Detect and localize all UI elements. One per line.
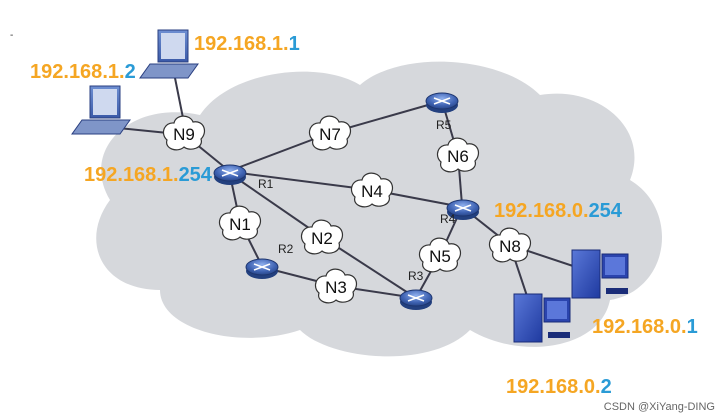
network-cloud-n1: N1 (218, 205, 262, 241)
router-icon (399, 289, 433, 310)
ip-label-gateway-1-254: 192.168.1.254 (84, 164, 213, 186)
router-label-r1: R1 (258, 177, 274, 191)
ip-network-octet: 192 (194, 33, 227, 55)
router-label-r5: R5 (436, 118, 452, 132)
router-label-r2: R2 (278, 242, 294, 256)
network-label-n9: N9 (173, 125, 195, 144)
ip-label-host-0-2: 192.168.0.2 (506, 376, 612, 398)
ip-network-octet: 192 (506, 376, 539, 398)
ip-network-octet: 0 (670, 316, 681, 338)
link-laptop2-n9 (117, 127, 169, 134)
ip-network-octet: 168 (69, 61, 102, 83)
ip-dot: . (539, 376, 545, 398)
ip-network-octet: 168 (631, 316, 664, 338)
network-label-n4: N4 (361, 182, 383, 201)
network-cloud-n5: N5 (418, 237, 462, 273)
corner-mark: - (10, 30, 14, 41)
ip-network-octet: 1 (108, 61, 119, 83)
network-cloud-n9: N9 (162, 115, 206, 151)
ip-dot: . (566, 200, 572, 222)
network-cloud-n8: N8 (488, 227, 532, 263)
ip-label-host-0-1: 192.168.0.1 (592, 316, 698, 338)
ip-dot: . (102, 61, 108, 83)
ip-label-host-1-2: 192.168.1.2 (30, 61, 136, 83)
network-cloud-n6: N6 (436, 137, 480, 173)
laptop-icon (71, 85, 131, 135)
network-label-n8: N8 (499, 237, 521, 256)
laptop-icon (139, 29, 199, 79)
ip-dot: . (173, 164, 179, 186)
network-label-n3: N3 (325, 278, 347, 297)
router-icon (213, 164, 247, 185)
ip-dot: . (578, 376, 584, 398)
link-r1-n4 (231, 171, 373, 191)
ip-network-octet: 192 (30, 61, 63, 83)
router-icon (245, 258, 279, 279)
ip-host-octet: 2 (601, 376, 612, 398)
ip-host-octet: 1 (687, 316, 698, 338)
ip-host-octet: 1 (289, 33, 300, 55)
ip-dot: . (156, 164, 162, 186)
router-label-r3: R3 (408, 269, 424, 283)
desktop-pc-icon (571, 249, 629, 299)
ip-network-octet: 192 (84, 164, 117, 186)
ip-dot: . (583, 200, 589, 222)
network-label-n7: N7 (319, 125, 341, 144)
ip-network-octet: 168 (545, 376, 578, 398)
ip-dot: . (681, 316, 687, 338)
ip-dot: . (119, 61, 125, 83)
router-label-r4: R4 (440, 212, 456, 226)
background-cloud (96, 61, 663, 357)
ip-host-octet: 2 (125, 61, 136, 83)
ip-network-octet: 168 (123, 164, 156, 186)
network-cloud-n3: N3 (314, 268, 358, 304)
ip-label-host-1-1: 192.168.1.1 (194, 33, 300, 55)
ip-network-octet: 192 (592, 316, 625, 338)
router-icon (446, 199, 480, 220)
desktop-pc-icon (513, 293, 571, 343)
ip-dot: . (595, 376, 601, 398)
ip-dot: . (625, 316, 631, 338)
network-label-n1: N1 (229, 215, 251, 234)
ip-label-gateway-0-254: 192.168.0.254 (494, 200, 623, 222)
network-cloud-n4: N4 (350, 172, 394, 208)
ip-network-octet: 168 (233, 33, 266, 55)
ip-network-octet: 1 (272, 33, 283, 55)
ip-network-octet: 0 (584, 376, 595, 398)
ip-dot: . (664, 316, 670, 338)
ip-host-octet: 254 (589, 200, 623, 222)
ip-dot: . (63, 61, 69, 83)
ip-network-octet: 0 (572, 200, 583, 222)
ip-dot: . (266, 33, 272, 55)
ip-dot: . (283, 33, 289, 55)
network-cloud-n2: N2 (300, 219, 344, 255)
network-label-n2: N2 (311, 229, 333, 248)
router-icon (425, 92, 459, 113)
ip-network-octet: 168 (533, 200, 566, 222)
ip-host-octet: 254 (179, 164, 213, 186)
ip-dot: . (117, 164, 123, 186)
network-label-n6: N6 (447, 147, 469, 166)
network-label-n5: N5 (429, 247, 451, 266)
watermark: CSDN @XiYang-DING (603, 401, 715, 413)
link-r1-n2 (231, 174, 323, 238)
ip-dot: . (527, 200, 533, 222)
ip-network-octet: 1 (162, 164, 173, 186)
ip-network-octet: 192 (494, 200, 527, 222)
network-cloud-n7: N7 (308, 115, 352, 151)
ip-dot: . (227, 33, 233, 55)
